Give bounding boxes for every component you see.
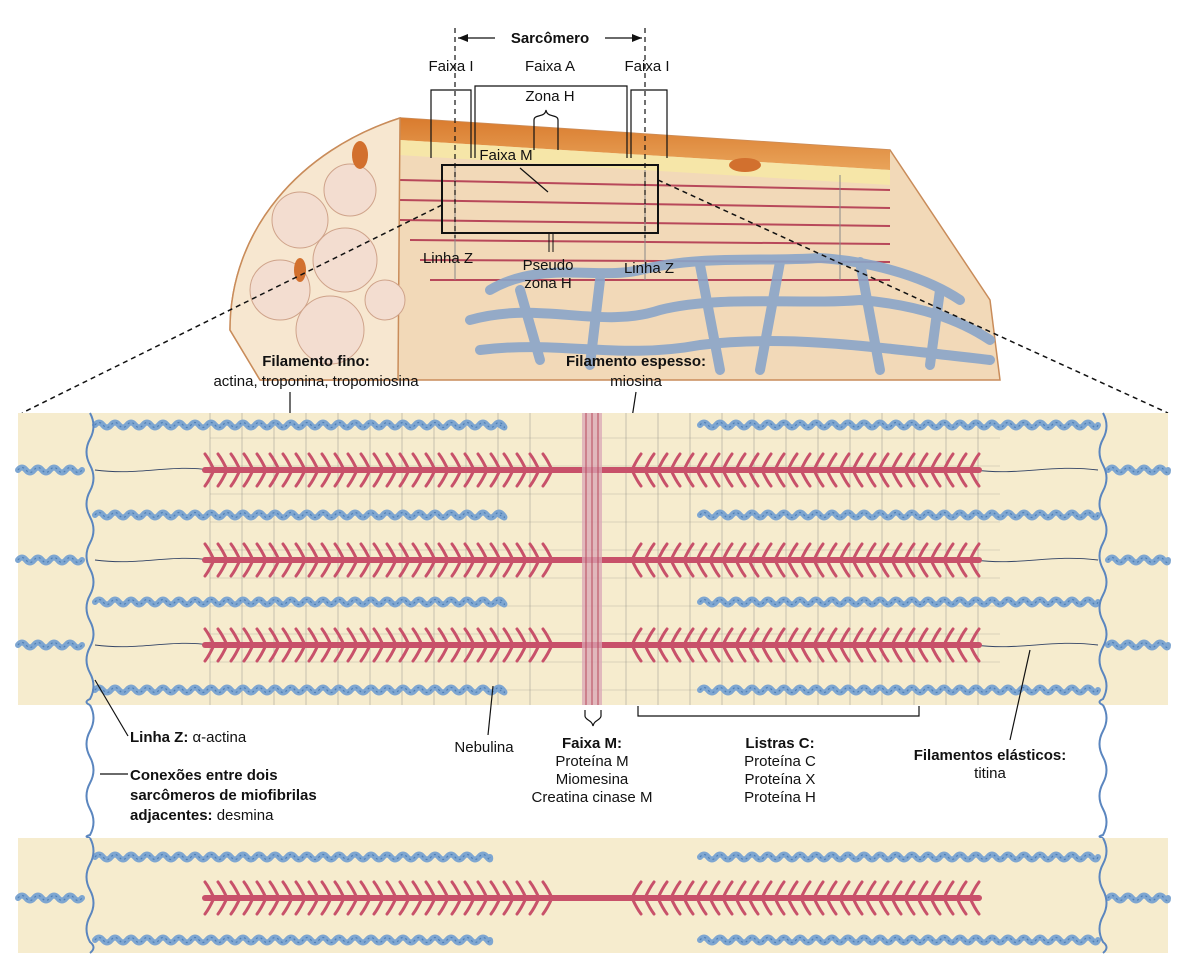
label-pseudo: Pseudo — [523, 257, 574, 274]
label-listras-c-item-1: Proteína C — [744, 753, 816, 770]
label-faixa-m-top: Faixa M — [479, 147, 532, 164]
actin-filament-lower-edge — [18, 896, 82, 901]
label-conexoes-1: Conexões entre dois — [130, 767, 278, 784]
label-filamentos-elasticos: Filamentos elásticos: — [914, 747, 1067, 764]
actin-filament-edge — [18, 643, 82, 648]
label-faixa-m-item-1: Proteína M — [555, 753, 628, 770]
label-listras-c-item-2: Proteína X — [745, 771, 816, 788]
label-filamento-fino-text: actina, troponina, tropomiosina — [213, 373, 419, 390]
z-line-right-connector — [1100, 705, 1107, 838]
label-filamento-fino-title: Filamento fino: — [262, 353, 370, 370]
label-sarcomero: Sarcômero — [511, 30, 589, 47]
label-filamento-espesso-text: miosina — [610, 373, 662, 390]
label-zona-h2: zona H — [524, 275, 572, 292]
label-titina: titina — [974, 765, 1006, 782]
label-linha-z-right-top: Linha Z — [624, 260, 674, 277]
label-listras-c: Listras C: — [745, 735, 814, 752]
label-faixa-a: Faixa A — [525, 58, 575, 75]
muscle-fiber-illustration — [230, 118, 1000, 380]
label-faixa-i-left: Faixa I — [428, 58, 473, 75]
label-listras-c-item-3: Proteína H — [744, 789, 816, 806]
label-faixa-m-item-3: Creatina cinase M — [532, 789, 653, 806]
actin-filament-edge — [18, 558, 82, 563]
label-zona-h: Zona H — [525, 88, 574, 105]
label-conexoes-2: sarcômeros de miofibrilas — [130, 787, 317, 804]
label-linha-z-bottom: Linha Z: α-actina — [130, 729, 247, 746]
label-filamento-espesso-title: Filamento espesso: — [566, 353, 706, 370]
label-faixa-m-bottom: Faixa M: — [562, 735, 622, 752]
label-conexoes-3: adjacentes: desmina — [130, 807, 274, 824]
label-faixa-m-item-2: Miomesina — [556, 771, 629, 788]
actin-filament-edge — [18, 468, 82, 473]
z-line-left-connector — [87, 705, 94, 838]
label-linha-z-left-top: Linha Z — [423, 250, 473, 267]
label-nebulina: Nebulina — [454, 739, 514, 756]
label-faixa-i-right: Faixa I — [624, 58, 669, 75]
